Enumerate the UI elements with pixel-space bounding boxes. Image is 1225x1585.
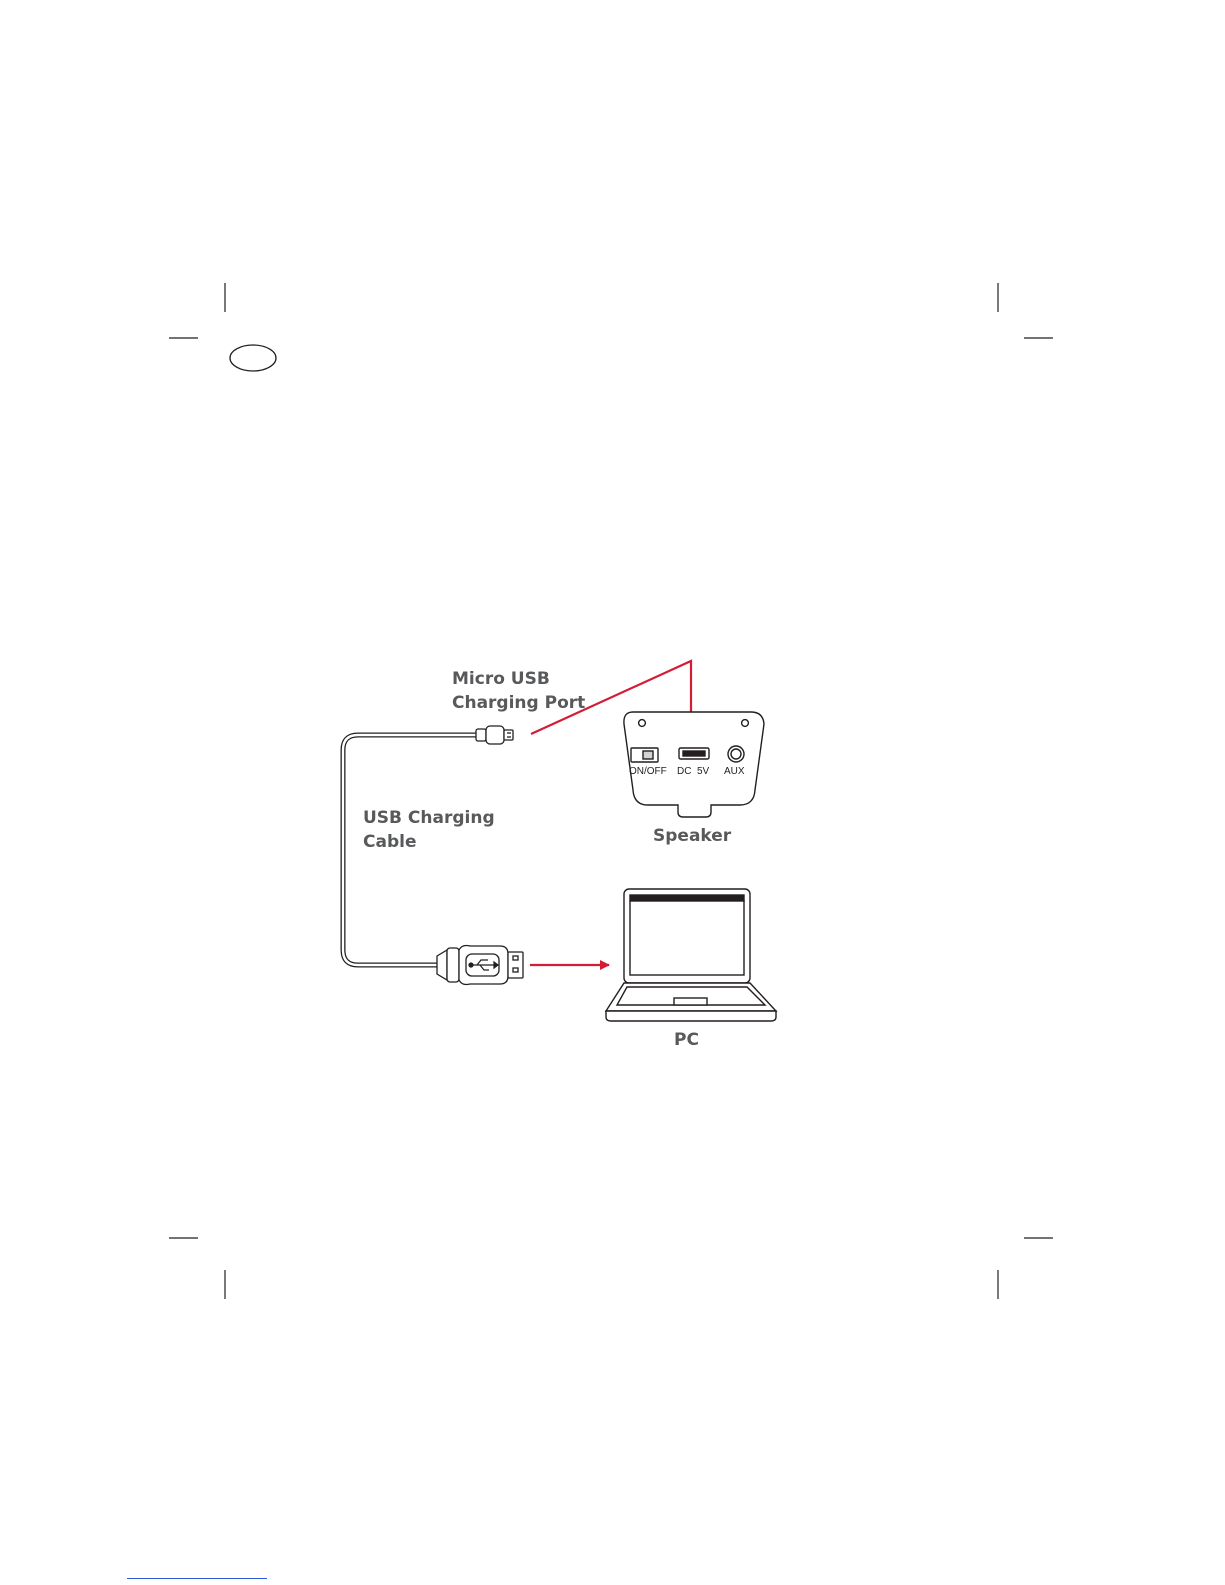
aux-label: AUX — [724, 766, 745, 777]
switch-label: ON/OFF — [629, 766, 667, 777]
link-underline — [127, 1578, 267, 1579]
micro-usb-connector-icon — [476, 726, 513, 744]
micro-usb-port-label-line1: Micro USB — [452, 667, 550, 691]
laptop-icon — [606, 889, 776, 1021]
crop-marks — [169, 283, 1053, 1299]
pc-label: PC — [674, 1028, 699, 1052]
speaker-panel-icon — [624, 712, 764, 817]
usb-cable-label-line1: USB Charging — [363, 806, 495, 830]
usb-cable-label-line2: Cable — [363, 830, 416, 854]
dc-label: DC 5V — [677, 766, 709, 777]
language-badge-icon — [230, 345, 276, 371]
micro-usb-port-label-line2: Charging Port — [452, 691, 585, 715]
speaker-label: Speaker — [653, 824, 731, 848]
